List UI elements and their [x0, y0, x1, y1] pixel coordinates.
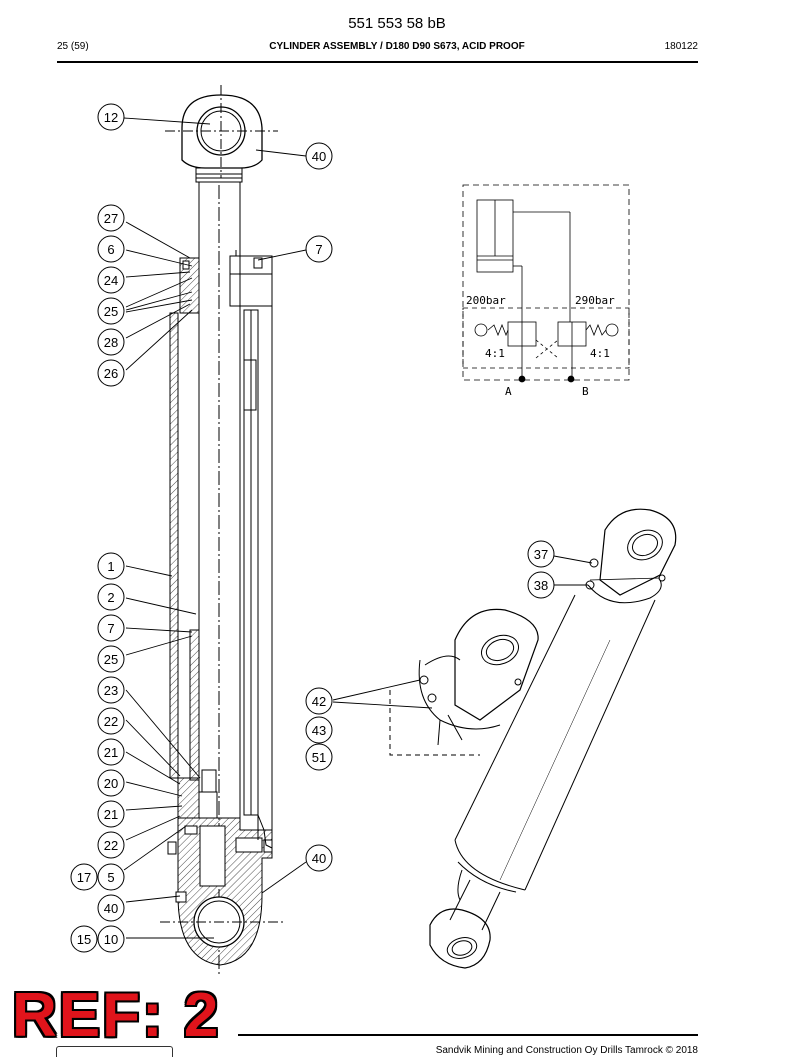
callout-25-top: 25 — [104, 304, 118, 319]
isometric-view — [389, 508, 677, 969]
callout-21-bottom: 21 — [104, 807, 118, 822]
section-view — [160, 85, 285, 975]
page-number: 25 (59) — [57, 41, 89, 52]
header-rule — [57, 61, 698, 63]
callout-7-mid: 7 — [107, 621, 114, 636]
footer-copyright: Sandvik Mining and Construction Oy Drill… — [435, 1045, 698, 1056]
port-b-label: B — [582, 385, 589, 398]
callout-38: 38 — [534, 578, 548, 593]
callout-15: 15 — [77, 932, 91, 947]
callout-labels: 12 40 27 6 7 24 25 28 26 1 2 7 25 23 22 … — [77, 110, 548, 947]
leader-lines — [123, 117, 307, 939]
callout-6: 6 — [107, 242, 114, 257]
callout-7-top: 7 — [315, 242, 322, 257]
callout-20: 20 — [104, 776, 118, 791]
footer-rule — [238, 1034, 698, 1036]
page-title: CYLINDER ASSEMBLY / D180 D90 S673, ACID … — [269, 41, 525, 52]
callout-22-bottom: 22 — [104, 838, 118, 853]
document-date: 180122 — [664, 41, 698, 52]
callout-5: 5 — [107, 870, 114, 885]
ratio-right-label: 4:1 — [590, 347, 610, 360]
pressure-right-label: 290bar — [575, 294, 615, 307]
callout-51: 51 — [312, 750, 326, 765]
callout-43: 43 — [312, 723, 326, 738]
pressure-left-label: 200bar — [466, 294, 506, 307]
callout-26: 26 — [104, 366, 118, 381]
document-number: 551 553 58 bB — [348, 15, 446, 32]
iso-leader-lines — [332, 555, 593, 709]
callout-28: 28 — [104, 335, 118, 350]
callout-42: 42 — [312, 694, 326, 709]
callout-27: 27 — [104, 211, 118, 226]
callout-40-bottom-right: 40 — [312, 851, 326, 866]
callout-23: 23 — [104, 683, 118, 698]
callout-40-top: 40 — [312, 149, 326, 164]
callout-37: 37 — [534, 547, 548, 562]
callout-10: 10 — [104, 932, 118, 947]
callout-22-top: 22 — [104, 714, 118, 729]
hydraulic-schematic — [462, 184, 630, 383]
callout-21-top: 21 — [104, 745, 118, 760]
brand-logo — [56, 1046, 173, 1057]
callout-circles — [70, 103, 555, 953]
callout-24: 24 — [104, 273, 118, 288]
callout-25-mid: 25 — [104, 652, 118, 667]
callout-12: 12 — [104, 110, 118, 125]
callout-17: 17 — [77, 870, 91, 885]
callout-1: 1 — [107, 559, 114, 574]
ratio-left-label: 4:1 — [485, 347, 505, 360]
callout-40-bottom-left: 40 — [104, 901, 118, 916]
callout-2: 2 — [107, 590, 114, 605]
reference-stamp: REF: 2 — [12, 981, 221, 1050]
port-a-label: A — [505, 385, 512, 398]
